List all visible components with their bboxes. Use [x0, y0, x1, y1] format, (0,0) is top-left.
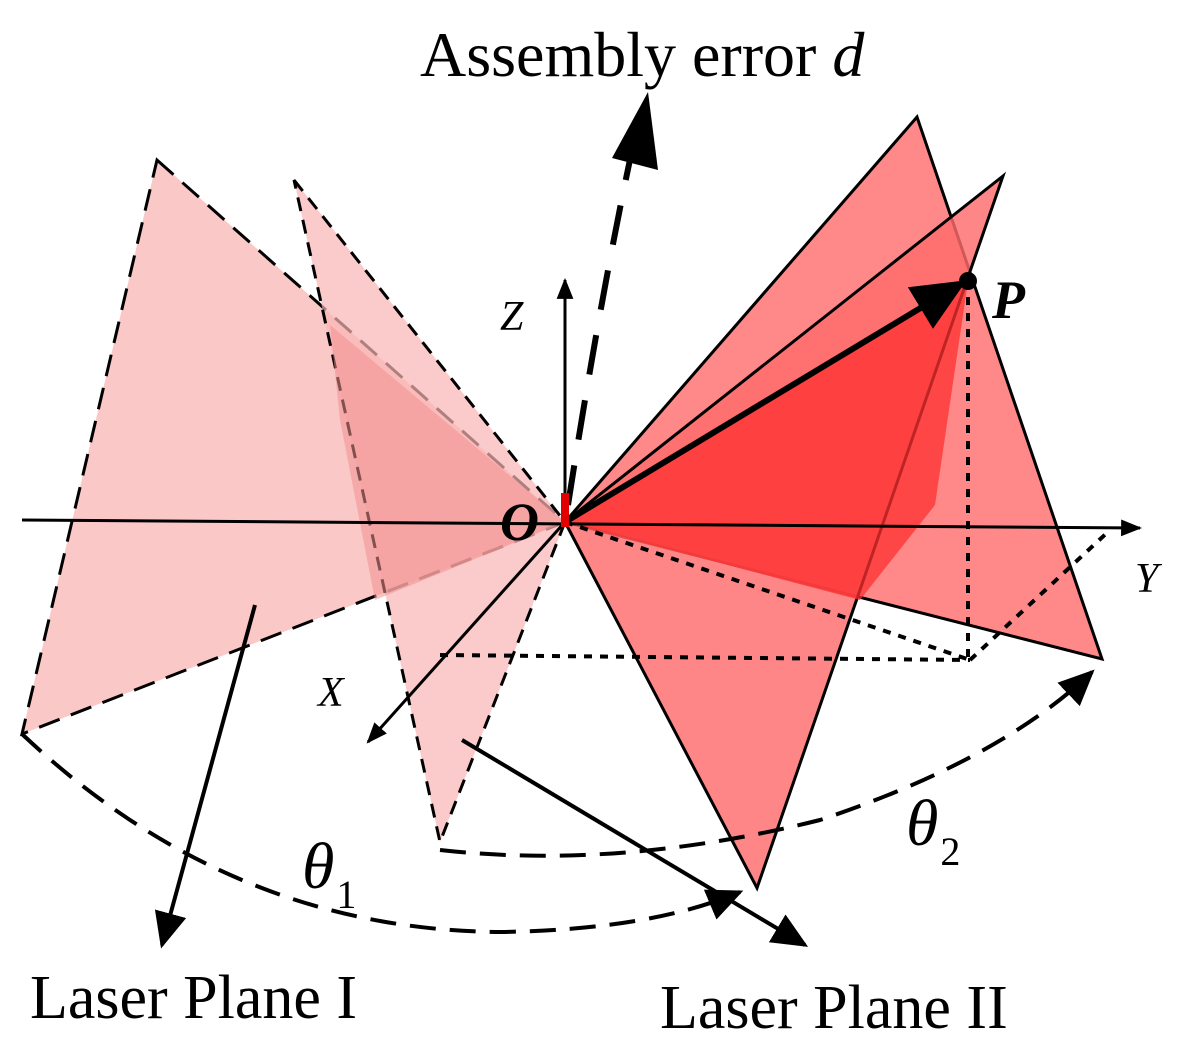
plane-2-leader [460, 738, 809, 947]
theta-2-label: θ2 [906, 787, 960, 874]
plane-2-inner-wedge [565, 281, 968, 600]
label-leaders [154, 604, 809, 949]
theta-2-arc [439, 669, 1095, 858]
origin-label: O [500, 492, 539, 552]
assembly-error-arrowhead [612, 92, 658, 170]
plane-1-leader [154, 604, 257, 949]
projection-lines [439, 281, 1112, 662]
laser-plane-2-label: Laser Plane II [660, 974, 1008, 1042]
laser-plane-2 [562, 114, 1105, 892]
axis-z-label: Z [500, 294, 524, 340]
theta-1-label: θ1 [302, 830, 356, 917]
axis-y-label: Y [1135, 556, 1163, 602]
plane-1-overlap [330, 325, 565, 600]
assembly-error-marker [561, 493, 569, 527]
laser-plane-1-label: Laser Plane I [30, 964, 357, 1032]
point-p-label: P [991, 270, 1026, 330]
vector-op [563, 280, 967, 525]
theta-arcs [20, 669, 1095, 935]
assembly-error-arrow [565, 92, 658, 506]
theta-1-arc [20, 732, 744, 935]
coordinate-axes [21, 277, 1143, 744]
axis-x-label: X [316, 670, 346, 716]
laser-plane-1 [19, 157, 568, 848]
x-axis [366, 520, 567, 744]
assembly-error-label: Assembly error d [420, 19, 865, 90]
point-p-marker [959, 272, 977, 290]
y-axis [21, 518, 1143, 537]
